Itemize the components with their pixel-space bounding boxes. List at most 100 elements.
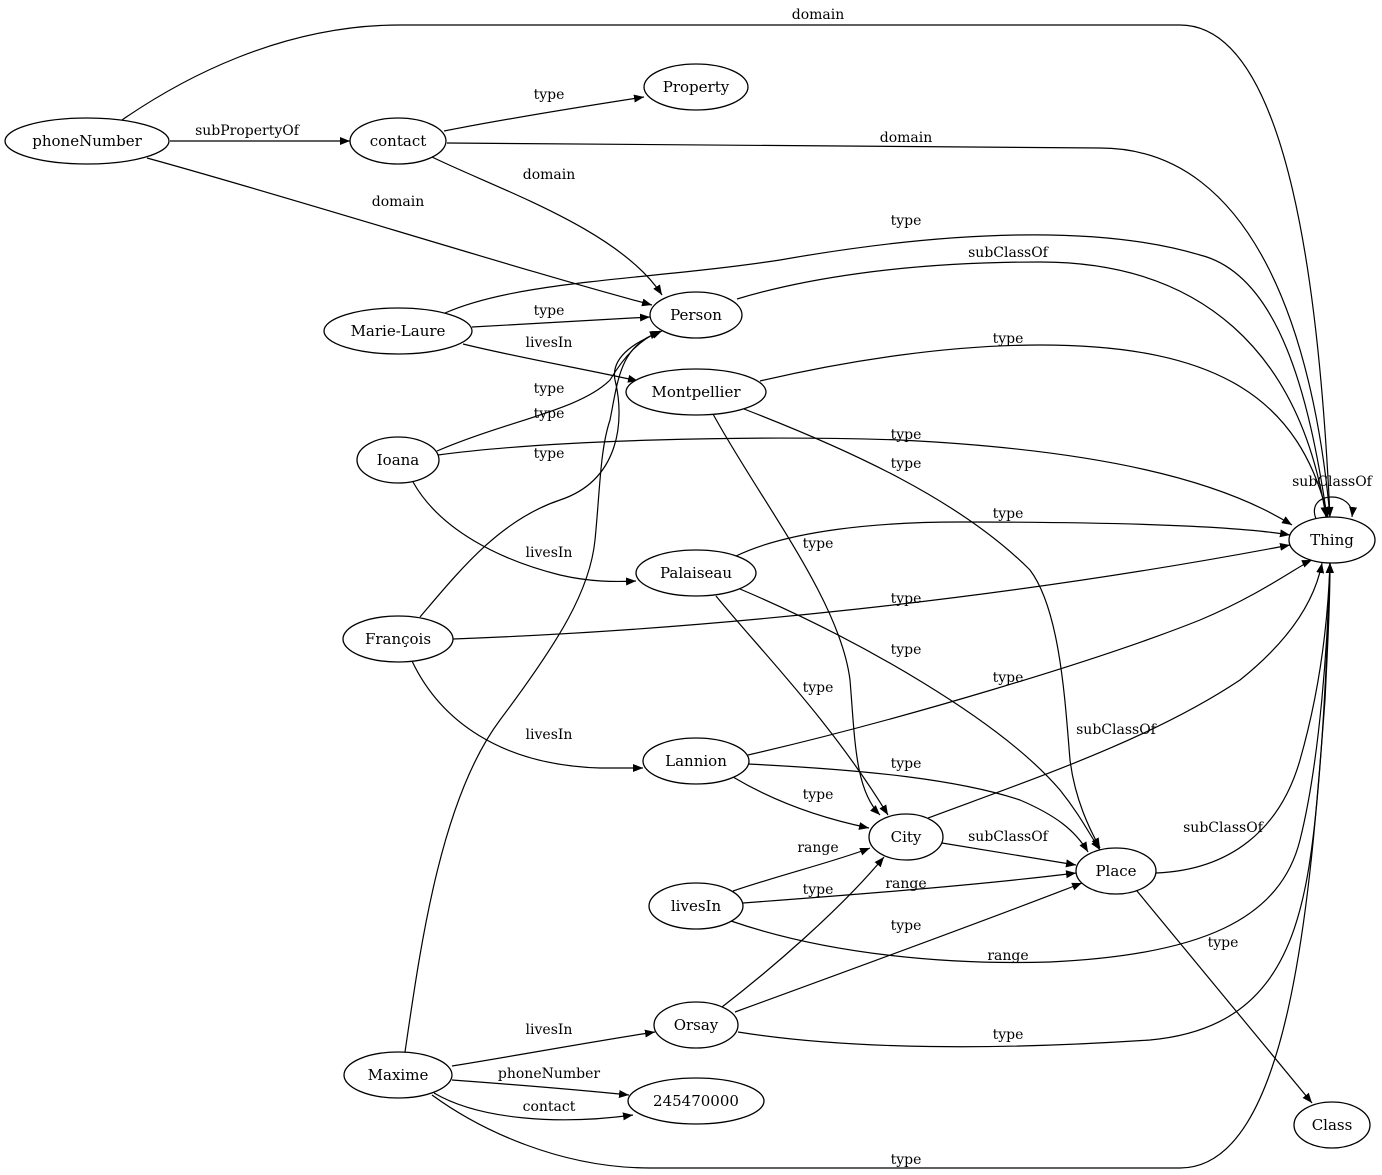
edge-label: type (891, 456, 922, 472)
edge-phonenumber-domain-thing: domain (121, 7, 1334, 518)
edge-livesin-range-place: range (742, 870, 1077, 904)
edge-label: type (534, 406, 565, 422)
edge-label: range (797, 840, 838, 856)
node-label: François (365, 630, 431, 648)
edge-line (452, 542, 1291, 640)
edge-ioana-type-thing: type (437, 427, 1293, 526)
edge-line (737, 562, 1334, 1048)
edge-contact-domain-person: domain (431, 156, 663, 296)
edge-fran-ois-type-thing: type (452, 542, 1291, 640)
node-city: City (868, 813, 944, 861)
edge-label: type (891, 642, 922, 658)
edge-label: subClassOf (1076, 722, 1158, 738)
edge-line (146, 157, 653, 307)
node-label: Lannion (665, 752, 727, 770)
node-ellipse (356, 436, 440, 484)
edge-label: type (891, 756, 922, 772)
edge-montpellier-type-thing: type (759, 331, 1330, 518)
node-label: Orsay (674, 1016, 719, 1034)
node-class: Class (1293, 1101, 1371, 1149)
edge-montpellier-type-place: type (743, 408, 1101, 849)
edge-maxime-livesin-orsay: livesIn (451, 1022, 656, 1067)
edge-line (743, 408, 1101, 849)
node-thing: Thing (1288, 516, 1376, 564)
edge-line (927, 562, 1325, 819)
edge-line (747, 559, 1313, 756)
node-palaiseau: Palaiseau (635, 549, 757, 597)
edge-line (1313, 496, 1358, 520)
node-orsay: Orsay (653, 1001, 739, 1049)
edge-contact-domain-thing: domain (446, 130, 1334, 518)
edge-lannion-type-city: type (732, 776, 870, 830)
edge-maxime-type-person: type (404, 331, 661, 1053)
edge-line (436, 330, 661, 452)
edge-line (451, 1029, 656, 1067)
node-label: 245470000 (653, 1092, 739, 1110)
edge-label: livesIn (526, 727, 573, 743)
node-ellipse (4, 117, 170, 165)
edge-orsay-type-thing: type (737, 562, 1334, 1048)
edge-line (941, 842, 1077, 868)
node-ellipse (627, 1077, 765, 1125)
edge-line (1155, 562, 1334, 874)
node-label: Thing (1310, 531, 1354, 549)
edge-line (759, 344, 1330, 518)
edge-label: subClassOf (968, 829, 1050, 845)
edge-label: type (993, 670, 1024, 686)
edge-label: subPropertyOf (195, 123, 301, 139)
edge-label: type (803, 787, 834, 803)
node-ellipse (349, 117, 447, 165)
node-ellipse (625, 368, 767, 416)
edge-label: livesIn (526, 335, 573, 351)
node-label: Place (1095, 862, 1136, 880)
edge-label: type (534, 87, 565, 103)
node-ellipse (649, 291, 743, 339)
edge-line (121, 24, 1334, 518)
edge-lannion-type-place: type (747, 756, 1089, 853)
edge-orsay-type-city: type (721, 856, 885, 1008)
node-label: Montpellier (652, 383, 742, 401)
edge-livesin-range-city: range (732, 840, 871, 892)
node-marie-laure: Marie-Laure (323, 307, 473, 355)
edge-line (444, 234, 1330, 518)
node-label: Property (663, 78, 730, 96)
edge-line (471, 313, 651, 328)
edge-line (431, 156, 663, 296)
edge-line (742, 870, 1077, 904)
edge-phonenumber-domain-person: domain (146, 157, 653, 307)
edge-label: type (803, 680, 834, 696)
edge-label: type (993, 506, 1024, 522)
edge-line (734, 882, 1083, 1013)
node-label: Class (1312, 1116, 1353, 1134)
edges-layer: domainsubPropertyOfdomaintypedomaindomai… (121, 7, 1374, 1169)
node-ellipse (653, 1001, 739, 1049)
edge-line (443, 94, 645, 132)
edge-line (739, 588, 1101, 851)
edge-palaiseau-type-place: type (739, 588, 1101, 851)
edge-person-subclassof-thing: subClassOf (736, 245, 1329, 518)
edge-ioana-type-person: type (436, 330, 661, 452)
edge-label: subClassOf (968, 245, 1050, 261)
edge-orsay-type-place: type (734, 882, 1083, 1013)
node-245470000: 245470000 (627, 1077, 765, 1125)
edge-label: range (987, 948, 1028, 964)
edge-line (437, 437, 1293, 526)
edge-label: type (993, 1027, 1024, 1043)
edge-line (446, 142, 1334, 518)
edge-line (736, 261, 1329, 518)
node-livesin: livesIn (648, 882, 744, 930)
edge-label: domain (372, 194, 425, 210)
node-person: Person (649, 291, 743, 339)
edge-label: domain (792, 7, 845, 23)
edge-line (721, 856, 885, 1008)
edge-line (747, 763, 1089, 853)
edge-place-subclassof-thing: subClassOf (1155, 562, 1334, 874)
edge-label: type (534, 303, 565, 319)
edge-marie-laure-type-person: type (471, 303, 651, 328)
edge-label: type (891, 213, 922, 229)
edge-line (433, 1092, 634, 1121)
edge-line (412, 481, 637, 586)
node-label: livesIn (671, 897, 722, 915)
